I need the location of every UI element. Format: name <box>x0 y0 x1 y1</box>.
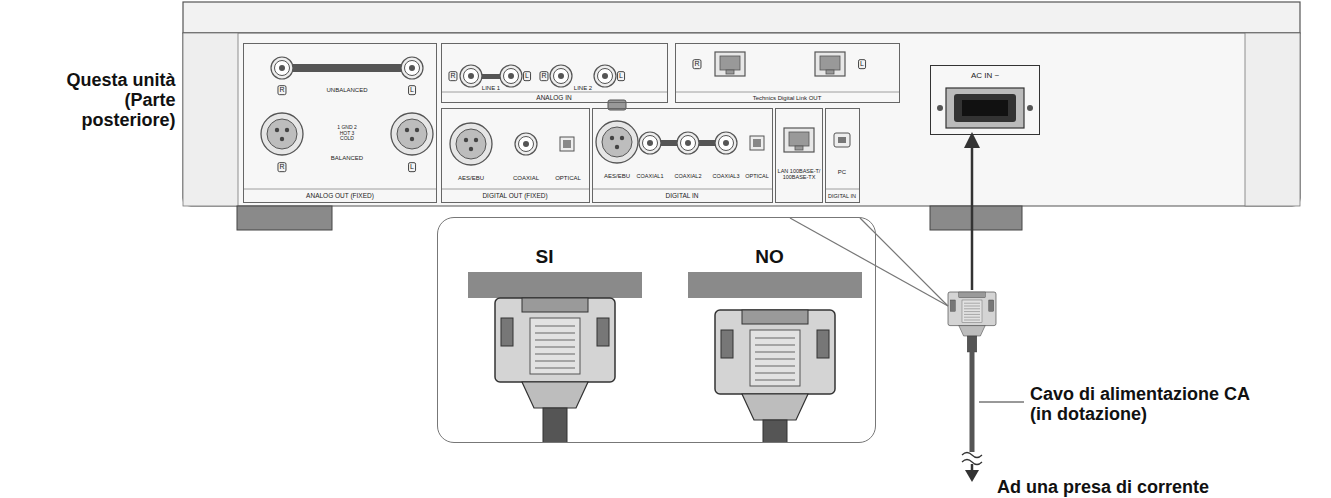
callout-bubble: SI NO <box>437 217 876 443</box>
channel-mark: L <box>617 71 625 81</box>
panel-legend: OPTICAL <box>555 175 581 182</box>
panel-legend: COAXIAL <box>513 175 539 182</box>
connector-section: AES/EBU COAXIAL OPTICAL DIGITAL OUT (FIXED) <box>441 108 590 203</box>
fit-verdict: NO <box>755 246 784 267</box>
panel-legend: DIGITAL OUT (FIXED) <box>482 192 547 199</box>
channel-mark: R <box>692 59 701 69</box>
panel-legend: OPTICAL <box>745 173 769 179</box>
panel-legend: DIGITAL IN <box>828 193 856 199</box>
panel-legend: LINE 2 <box>574 85 592 92</box>
channel-mark: L <box>408 162 416 172</box>
channel-mark: R <box>277 162 286 172</box>
power-inlet-box: AC IN ~ <box>930 65 1040 135</box>
panel-legend: COAXIAL2 <box>675 173 702 179</box>
channel-mark: R <box>539 71 548 81</box>
panel-legend: COAXIAL1 <box>637 173 664 179</box>
panel-legend: 1 GND 2 HOT 3 COLD <box>335 125 359 142</box>
channel-mark: R <box>448 71 457 81</box>
panel-legend: COAXIAL3 <box>713 173 740 179</box>
panel-legend: AES/EBU <box>458 175 484 182</box>
cable-caption: Cavo di alimentazione CA (in dotazione) <box>1030 385 1270 425</box>
channel-mark: L <box>523 71 531 81</box>
panel-legend: Technics Digital Link OUT <box>753 95 822 102</box>
connector-section: AES/EBU COAXIAL1 COAXIAL2 COAXIAL3 OPTICAL DI… <box>592 108 773 203</box>
channel-mark: L <box>858 59 866 69</box>
panel-legend: LAN 100BASE-T/ 100BASE-TX <box>777 168 821 180</box>
connector-section: UNBALANCED 1 GND 2 HOT 3 COLD BALANCED ANAL… <box>243 43 437 203</box>
outlet-caption: Ad una presa di corrente <box>997 478 1209 498</box>
panel-legend: AES/EBU <box>604 173 630 180</box>
connector-section: PC DIGITAL IN <box>825 108 860 203</box>
panel-legend: AC IN ~ <box>971 72 999 81</box>
unit-caption: Questa unità (Parte posteriore) <box>41 71 176 130</box>
panel-legend: ANALOG OUT (FIXED) <box>306 192 374 199</box>
panel-legend: LINE 1 <box>482 85 500 92</box>
panel-legend: DIGITAL IN <box>666 192 699 199</box>
connector-section: LAN 100BASE-T/ 100BASE-TX <box>775 108 823 203</box>
channel-mark: R <box>277 85 286 95</box>
channel-mark: L <box>408 85 416 95</box>
connector-section: Technics Digital Link OUT <box>675 43 900 103</box>
connector-section: LINE 1 LINE 2ANALOG IN <box>441 43 668 103</box>
panel-legend: ANALOG IN <box>536 94 571 101</box>
panel-legend: PC <box>838 169 846 176</box>
panel-legend: BALANCED <box>331 155 363 162</box>
panel-legend: UNBALANCED <box>326 87 367 94</box>
fit-verdict: SI <box>536 246 554 267</box>
